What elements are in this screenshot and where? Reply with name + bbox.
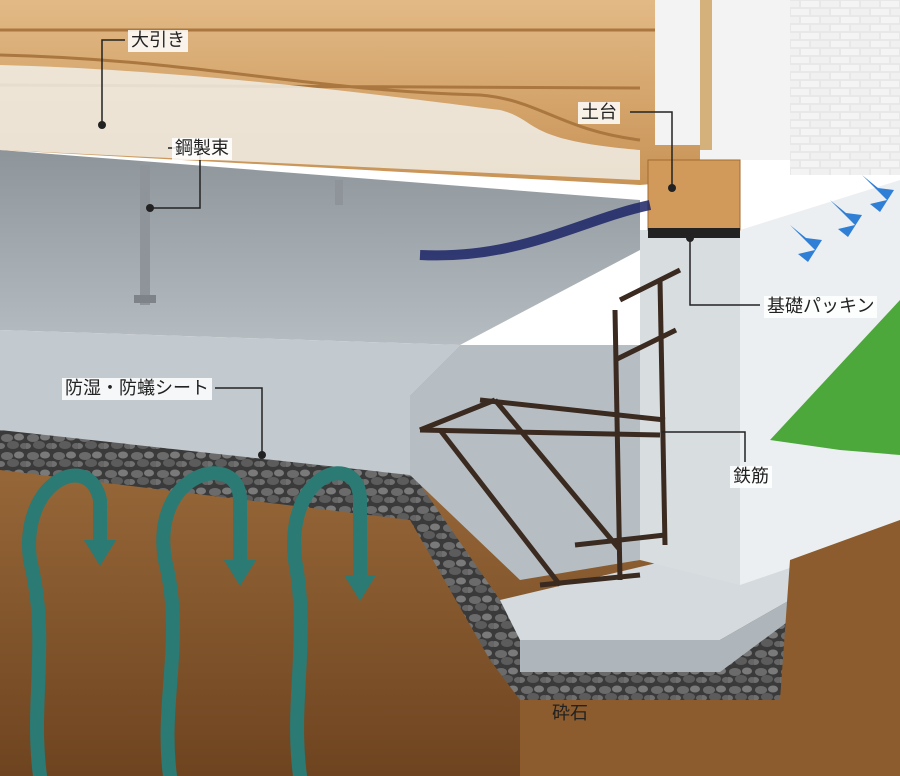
interior-slab-top [0, 150, 640, 345]
base-packing [648, 228, 740, 238]
dodai-sill [647, 159, 741, 231]
exterior-ground [520, 520, 900, 776]
slab-step-face [410, 345, 640, 580]
label-kouseitsuka: 鋼製束 [172, 138, 232, 160]
leader-lines [101, 39, 760, 462]
airflow-arrow-icon [790, 175, 894, 262]
moisture-arrowheads [84, 540, 376, 601]
steel-post [134, 165, 343, 305]
grass [770, 300, 900, 455]
footing-front [520, 600, 790, 672]
rebar-cage [419, 267, 682, 588]
label-tekkin: 鉄筋 [730, 466, 772, 488]
slab-front-face [0, 330, 460, 475]
insulation [0, 65, 640, 180]
pipe [419, 200, 652, 261]
label-kiso-packing: 基礎パッキン [764, 296, 878, 318]
exterior-wall [790, 0, 900, 175]
moisture-arrow-icon [22, 466, 367, 776]
label-boshitsu-sheet: 防湿・防蟻シート [62, 378, 212, 400]
leader-dots [98, 121, 694, 459]
gravel-layer [0, 425, 900, 700]
foundation-wall-side [740, 180, 900, 585]
label-ohiki: 大引き [128, 30, 188, 52]
stud [700, 0, 712, 150]
wall-frame [655, 0, 790, 160]
label-dodai: 土台 [578, 102, 620, 124]
label-saiseki: 砕石 [552, 703, 588, 724]
